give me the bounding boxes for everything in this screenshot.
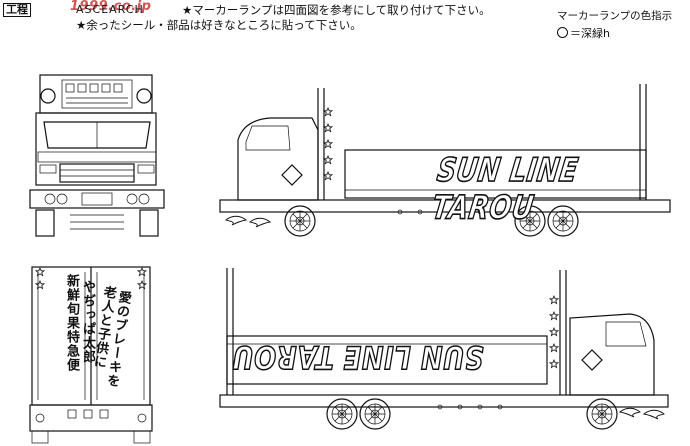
rear-wheel-bottom-2	[359, 398, 391, 430]
cargo-gate-bottom	[226, 335, 548, 385]
color-legend-title: マーカーランプの色指示	[557, 10, 673, 22]
front-bumper	[29, 189, 165, 209]
circle-marker-icon	[557, 27, 568, 38]
front-view	[29, 74, 165, 237]
instruction-line-2: ★余ったシール・部品は好きなところに貼って下さい。	[76, 18, 362, 32]
side-view-right-facing	[219, 268, 669, 430]
rear-text-1: 新鮮旬果特急便	[64, 274, 79, 372]
diamond-emblem-icon-2	[581, 349, 603, 371]
rear-text-4: やぢっぱ太郎	[80, 280, 95, 364]
front-windshield	[43, 121, 151, 149]
chassis-bottom	[219, 394, 669, 408]
front-marker-lamp-left	[40, 88, 56, 104]
front-grille	[59, 163, 135, 183]
color-legend-key-text: ＝深緑h	[570, 27, 610, 40]
chassis-top	[219, 199, 671, 213]
watermark: 1999.co.jp	[70, 0, 152, 14]
color-legend-key: ＝深緑h	[557, 27, 610, 41]
front-wheel-bottom	[586, 398, 618, 430]
side-logo-top: SUN LINE TAROU	[429, 151, 581, 227]
front-marker-lamp-right	[136, 88, 152, 104]
section-label: ASCEARCH	[76, 3, 144, 16]
front-wheel-top	[284, 205, 316, 237]
cab-side-bottom	[569, 313, 655, 396]
cargo-gate-top	[344, 149, 647, 199]
rear-bumper	[29, 404, 153, 432]
diamond-emblem-icon	[281, 164, 303, 186]
cab-side-top	[237, 117, 319, 201]
side-view-left-facing	[219, 84, 671, 237]
rear-view	[29, 266, 153, 444]
side-logo-bottom: SUN LINE TAROU	[231, 337, 484, 374]
rear-wheel-bottom-1	[326, 398, 358, 430]
instruction-line-1: ★マーカーランプは四面図を参考にして取り付けて下さい。	[182, 3, 491, 17]
step-label: 工程	[3, 3, 31, 17]
